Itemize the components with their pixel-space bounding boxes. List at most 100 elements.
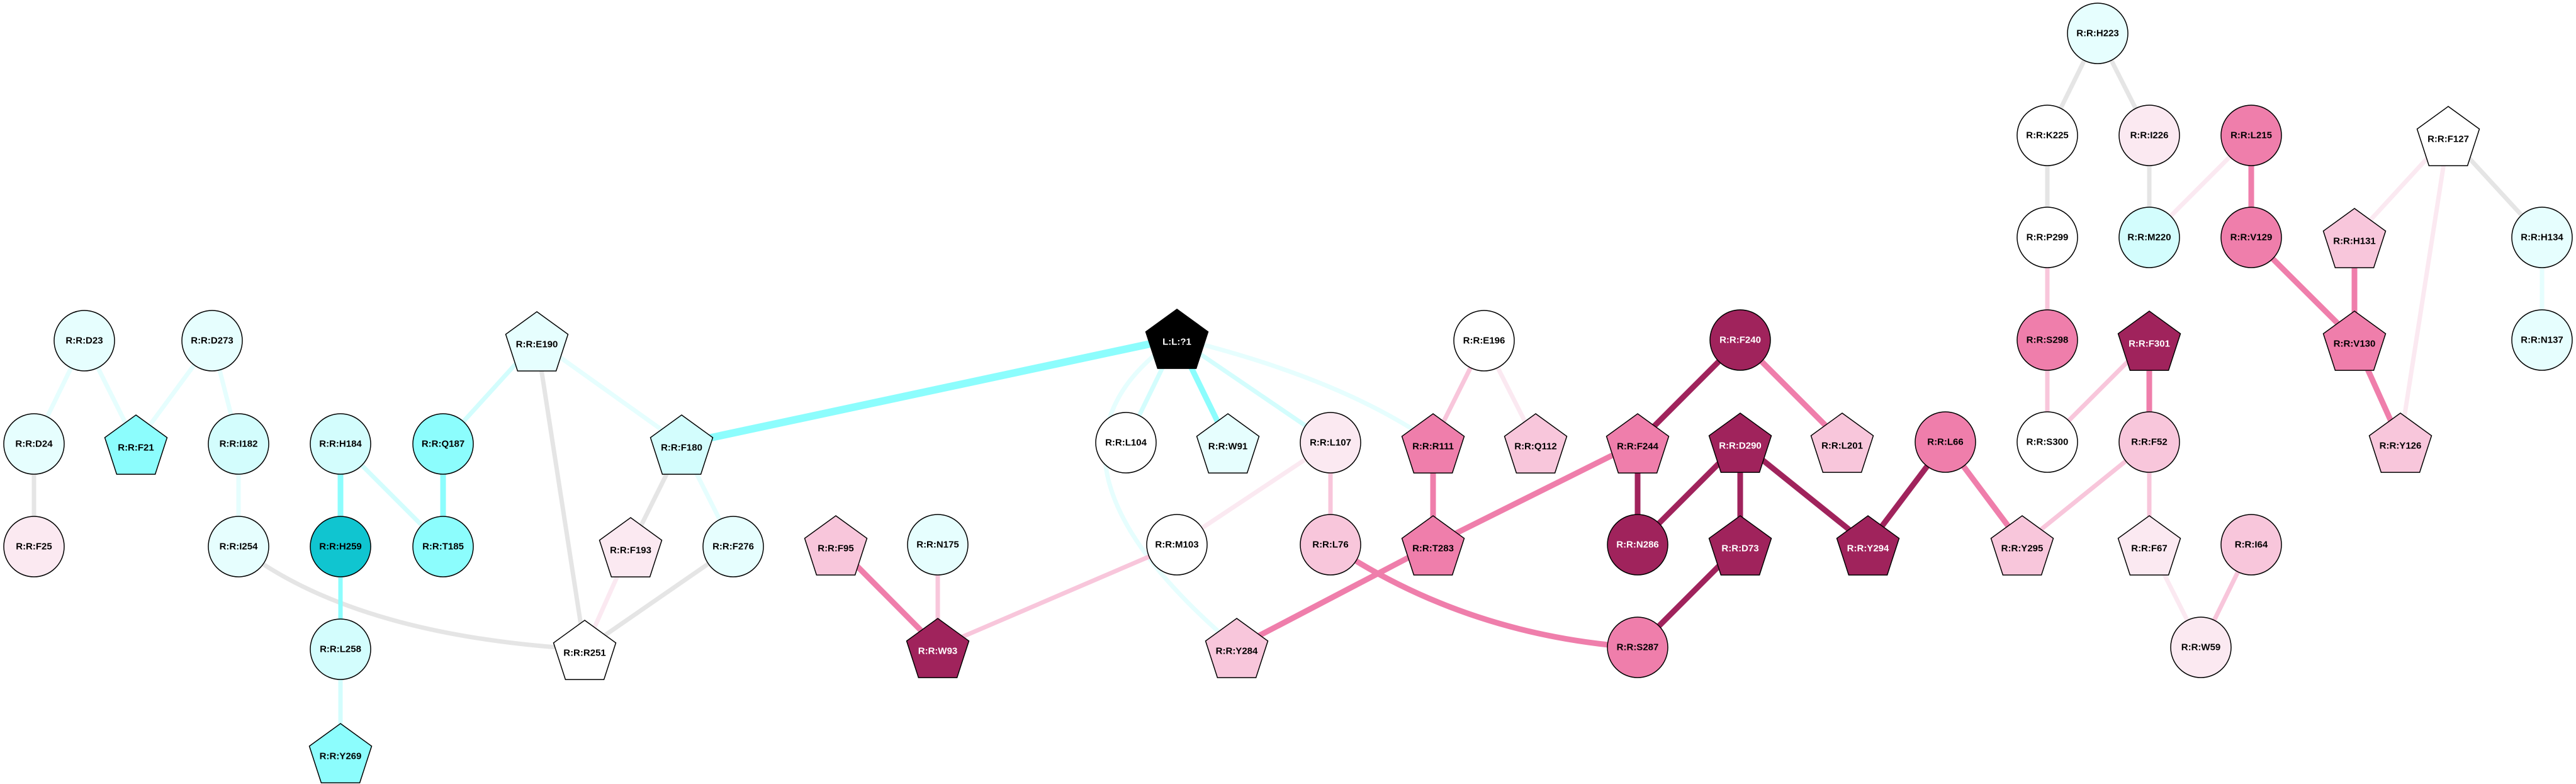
node-f276[interactable]: R:R:F276 bbox=[702, 516, 764, 577]
node-label: R:R:L201 bbox=[1821, 441, 1863, 452]
node-label: R:R:E196 bbox=[1463, 336, 1505, 346]
circle-node-shape bbox=[1095, 412, 1157, 474]
node-d290[interactable]: R:R:D290 bbox=[1708, 412, 1772, 473]
node-q187[interactable]: R:R:Q187 bbox=[412, 413, 474, 475]
circle-node-shape bbox=[2016, 105, 2078, 166]
node-s287[interactable]: R:R:S287 bbox=[1607, 616, 1668, 678]
node-f25[interactable]: R:R:F25 bbox=[3, 516, 65, 577]
node-p299[interactable]: R:R:P299 bbox=[2016, 207, 2078, 268]
pentagon-node-shape bbox=[2117, 515, 2181, 576]
node-n137[interactable]: R:R:N137 bbox=[2511, 309, 2573, 371]
node-v130[interactable]: R:R:V130 bbox=[2322, 310, 2387, 371]
node-f127[interactable]: R:R:F127 bbox=[2416, 106, 2480, 166]
node-r251[interactable]: R:R:R251 bbox=[553, 620, 617, 680]
node-k225[interactable]: R:R:K225 bbox=[2016, 105, 2078, 166]
node-h134[interactable]: R:R:H134 bbox=[2511, 207, 2573, 268]
node-label: R:R:Y269 bbox=[320, 751, 362, 762]
node-label: R:R:P299 bbox=[2027, 232, 2069, 243]
node-h131[interactable]: R:R:H131 bbox=[2322, 208, 2387, 268]
pentagon-node-shape bbox=[650, 414, 714, 475]
node-w59[interactable]: R:R:W59 bbox=[2170, 616, 2232, 678]
pentagon-node-shape bbox=[2416, 106, 2480, 166]
circle-node-shape bbox=[310, 618, 371, 680]
node-w91[interactable]: R:R:W91 bbox=[1196, 413, 1260, 474]
node-f52[interactable]: R:R:F52 bbox=[2118, 411, 2180, 473]
circle-node-shape bbox=[2118, 411, 2180, 473]
node-lig[interactable]: L:L:?1 bbox=[1145, 309, 1209, 369]
node-label: R:R:M220 bbox=[2127, 232, 2171, 243]
edge-m103-w93 bbox=[936, 542, 1178, 650]
pentagon-node-shape bbox=[2322, 310, 2387, 371]
node-y126[interactable]: R:R:Y126 bbox=[2368, 412, 2433, 473]
node-f301[interactable]: R:R:F301 bbox=[2117, 310, 2181, 371]
node-w93[interactable]: R:R:W93 bbox=[906, 618, 970, 678]
node-i64[interactable]: R:R:I64 bbox=[2220, 514, 2282, 576]
circle-node-shape bbox=[181, 310, 243, 372]
node-f95[interactable]: R:R:F95 bbox=[804, 515, 868, 576]
node-f67[interactable]: R:R:F67 bbox=[2117, 515, 2181, 576]
pentagon-node-shape bbox=[1606, 413, 1670, 474]
node-m220[interactable]: R:R:M220 bbox=[2118, 207, 2180, 268]
node-i226[interactable]: R:R:I226 bbox=[2118, 105, 2180, 166]
node-label: R:R:W59 bbox=[2181, 642, 2221, 653]
circle-node-shape bbox=[907, 514, 969, 576]
node-t283[interactable]: R:R:T283 bbox=[1401, 515, 1465, 576]
node-d273[interactable]: R:R:D273 bbox=[181, 310, 243, 372]
node-l66[interactable]: R:R:L66 bbox=[1915, 411, 1976, 473]
node-i254[interactable]: R:R:I254 bbox=[208, 516, 269, 577]
circle-node-shape bbox=[412, 516, 474, 577]
node-r111[interactable]: R:R:R111 bbox=[1401, 413, 1465, 474]
circle-node-shape bbox=[2170, 616, 2232, 678]
node-y269[interactable]: R:R:Y269 bbox=[308, 723, 373, 783]
node-y284[interactable]: R:R:Y284 bbox=[1205, 618, 1269, 678]
circle-node-shape bbox=[2220, 207, 2282, 268]
node-d23[interactable]: R:R:D23 bbox=[53, 310, 115, 372]
edge-l76-s287 bbox=[1329, 542, 1638, 650]
node-label: R:R:M103 bbox=[1155, 540, 1198, 550]
node-l215[interactable]: R:R:L215 bbox=[2220, 105, 2282, 166]
node-f193[interactable]: R:R:F193 bbox=[599, 517, 663, 577]
node-label: R:R:H259 bbox=[319, 542, 362, 552]
node-i182[interactable]: R:R:I182 bbox=[208, 413, 269, 475]
node-n286[interactable]: R:R:N286 bbox=[1607, 514, 1668, 576]
pentagon-node-shape bbox=[1810, 412, 1874, 473]
node-l258[interactable]: R:R:L258 bbox=[310, 618, 371, 680]
node-d73[interactable]: R:R:D73 bbox=[1708, 515, 1772, 576]
node-s298[interactable]: R:R:S298 bbox=[2016, 309, 2078, 371]
node-l107[interactable]: R:R:L107 bbox=[1300, 412, 1361, 474]
node-label: R:R:L215 bbox=[2230, 130, 2272, 141]
circle-node-shape bbox=[310, 516, 371, 577]
circle-node-shape bbox=[2067, 3, 2129, 64]
node-label: R:R:E190 bbox=[516, 339, 558, 350]
node-n175[interactable]: R:R:N175 bbox=[907, 514, 969, 576]
node-l104[interactable]: R:R:L104 bbox=[1095, 412, 1157, 474]
node-y294[interactable]: R:R:Y294 bbox=[1836, 515, 1900, 576]
node-q112[interactable]: R:R:Q112 bbox=[1504, 413, 1568, 474]
node-label: R:R:F95 bbox=[818, 543, 854, 554]
node-f240[interactable]: R:R:F240 bbox=[1709, 309, 1771, 371]
circle-node-shape bbox=[3, 516, 65, 577]
node-label: R:R:K225 bbox=[2026, 130, 2069, 141]
node-f180[interactable]: R:R:F180 bbox=[650, 414, 714, 475]
node-v129[interactable]: R:R:V129 bbox=[2220, 207, 2282, 268]
node-h259[interactable]: R:R:H259 bbox=[310, 516, 371, 577]
circle-node-shape bbox=[2220, 105, 2282, 166]
node-label: R:R:D290 bbox=[1719, 441, 1762, 452]
node-h223[interactable]: R:R:H223 bbox=[2067, 3, 2129, 64]
pentagon-node-shape bbox=[1990, 515, 2054, 576]
node-y295[interactable]: R:R:Y295 bbox=[1990, 515, 2054, 576]
pentagon-node-shape bbox=[104, 414, 168, 475]
node-e196[interactable]: R:R:E196 bbox=[1453, 310, 1515, 372]
node-label: R:R:W93 bbox=[918, 646, 958, 657]
node-f244[interactable]: R:R:F244 bbox=[1606, 413, 1670, 474]
node-h184[interactable]: R:R:H184 bbox=[310, 413, 371, 475]
node-f21[interactable]: R:R:F21 bbox=[104, 414, 168, 475]
node-l76[interactable]: R:R:L76 bbox=[1300, 514, 1361, 576]
node-e190[interactable]: R:R:E190 bbox=[505, 311, 569, 372]
node-d24[interactable]: R:R:D24 bbox=[3, 413, 65, 475]
node-s300[interactable]: R:R:S300 bbox=[2016, 411, 2078, 473]
node-l201[interactable]: R:R:L201 bbox=[1810, 412, 1874, 473]
pentagon-node-shape bbox=[1836, 515, 1900, 576]
node-t185[interactable]: R:R:T185 bbox=[412, 516, 474, 577]
node-m103[interactable]: R:R:M103 bbox=[1146, 514, 1208, 576]
